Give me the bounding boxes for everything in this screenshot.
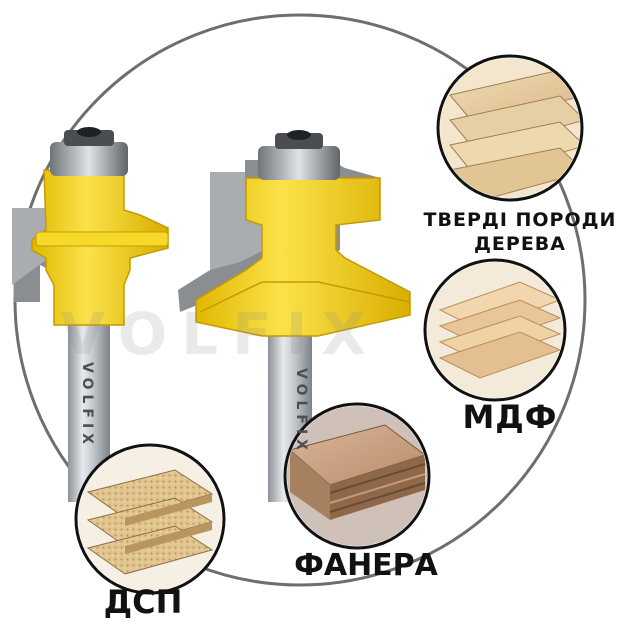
hardwood-label-line2: ДЕРЕВА	[474, 233, 566, 255]
dsp-label: ДСП	[103, 583, 183, 621]
plywood-sample	[283, 402, 431, 550]
left-router-bit	[12, 127, 169, 502]
plywood-label: ФАНЕРА	[294, 548, 438, 583]
mdf-label: МДФ	[462, 398, 558, 436]
dsp-sample	[74, 443, 226, 595]
mdf-sample	[423, 258, 567, 402]
brand-watermark: VOLFIX	[60, 300, 381, 368]
hardwood-label-line1: ТВЕРДІ ПОРОДИ	[423, 209, 617, 231]
shank-brand-right: VOLFIX	[293, 368, 309, 455]
hardwood-label: ТВЕРДІ ПОРОДИ ДЕРЕВА	[420, 208, 620, 256]
hardwood-sample	[436, 54, 584, 202]
shank-brand-left: VOLFIX	[79, 362, 95, 449]
